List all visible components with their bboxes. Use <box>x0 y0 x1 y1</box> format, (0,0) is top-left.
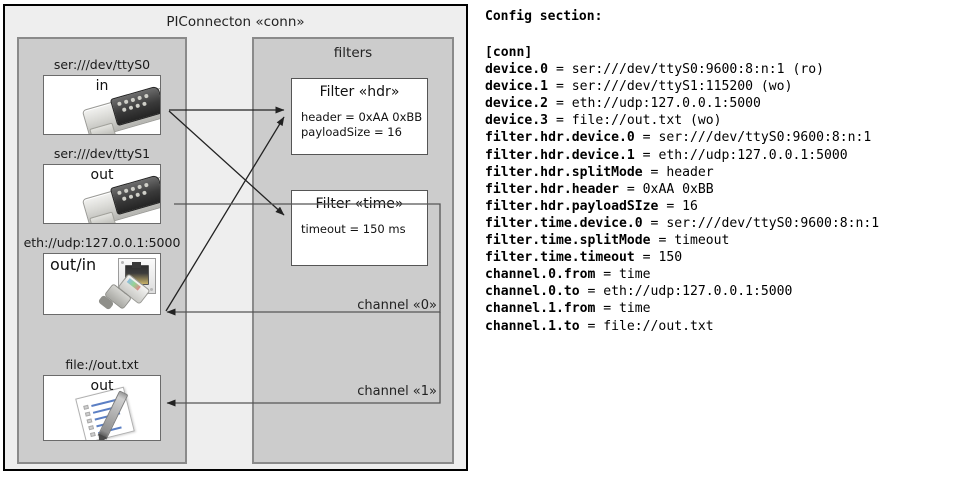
config-line: filter.time.splitMode = timeout <box>485 233 730 249</box>
config-line: filter.hdr.splitMode = header <box>485 164 714 180</box>
config-line: filter.hdr.header = 0xAA 0xBB <box>485 181 714 197</box>
config-line: channel.0.from = time <box>485 267 651 283</box>
config-heading: Config section: <box>485 9 603 24</box>
filters-panel: filters Filter «hdr» header = 0xAA 0xBB … <box>252 37 454 464</box>
config-line: device.0 = ser:///dev/ttyS0:9600:8:n:1 (… <box>485 62 824 78</box>
device-direction-label: out/in <box>50 255 97 274</box>
config-section: Config section: [conn] device.0 = ser:///… <box>482 0 964 484</box>
filter-box-hdr[interactable]: Filter «hdr» header = 0xAA 0xBB payloadS… <box>291 78 428 155</box>
device-direction-label: in <box>95 78 109 94</box>
device-caption: eth://udp:127.0.0.1:5000 <box>23 235 181 250</box>
config-line: filter.hdr.device.0 = ser:///dev/ttyS0:9… <box>485 130 872 146</box>
device-card[interactable]: in <box>43 75 161 135</box>
channel-0-label: channel «0» <box>357 298 437 313</box>
filter-attributes: timeout = 150 ms <box>301 222 406 237</box>
config-line: [conn] <box>485 45 533 60</box>
diagram-title: PIConnecton «conn» <box>166 14 305 30</box>
device-card[interactable]: out <box>43 375 161 441</box>
config-line: channel.1.from = time <box>485 301 651 317</box>
filter-attr-line: payloadSize = 16 <box>301 125 402 139</box>
device-card[interactable]: out <box>43 164 161 224</box>
filter-box-time[interactable]: Filter «time» timeout = 150 ms <box>291 190 428 266</box>
wire-channel-1 <box>166 312 441 407</box>
device-direction-label: out <box>90 167 114 183</box>
config-line: device.2 = eth://udp:127.0.0.1:5000 <box>485 96 761 112</box>
connection-wires <box>165 106 441 407</box>
wire-channel-0 <box>166 203 441 316</box>
filter-attr-line: header = 0xAA 0xBB <box>301 110 423 124</box>
config-line: channel.1.to = file://out.txt <box>485 318 714 334</box>
config-line: device.3 = file://out.txt (wo) <box>485 113 722 129</box>
config-line: filter.hdr.device.1 = eth://udp:127.0.0.… <box>485 147 848 163</box>
device-direction-label: out <box>90 378 114 394</box>
filter-attributes: header = 0xAA 0xBB payloadSize = 16 <box>301 110 422 140</box>
filter-title: Filter «hdr» <box>319 84 400 100</box>
device-caption: ser:///dev/ttyS1 <box>53 146 151 161</box>
device-caption: file://out.txt <box>65 357 139 372</box>
config-line: filter.hdr.payloadSIze = 16 <box>485 198 698 214</box>
wire-ttys0-to-time <box>168 110 285 216</box>
devices-panel: ser:///dev/ttyS0 in ser:///dev/ttyS1 <box>17 37 187 464</box>
config-text-block: [conn] device.0 = ser:///dev/ttyS0:9600:8… <box>485 44 879 335</box>
config-line: filter.time.timeout = 150 <box>485 250 683 266</box>
wire-eth-to-hdr <box>165 116 285 312</box>
config-line: filter.time.device.0 = ser:///dev/ttyS0:… <box>485 215 880 231</box>
config-line: device.1 = ser:///dev/ttyS1:115200 (wo) <box>485 79 793 95</box>
config-line: channel.0.to = eth://udp:127.0.0.1:5000 <box>485 284 793 300</box>
device-caption: ser:///dev/ttyS0 <box>53 57 151 72</box>
filter-attr-line: timeout = 150 ms <box>301 222 406 236</box>
connection-diagram: PIConnecton «conn» ser:///dev/ttyS0 in <box>0 0 478 484</box>
channel-1-label: channel «1» <box>357 384 437 399</box>
filters-panel-title: filters <box>333 45 373 61</box>
